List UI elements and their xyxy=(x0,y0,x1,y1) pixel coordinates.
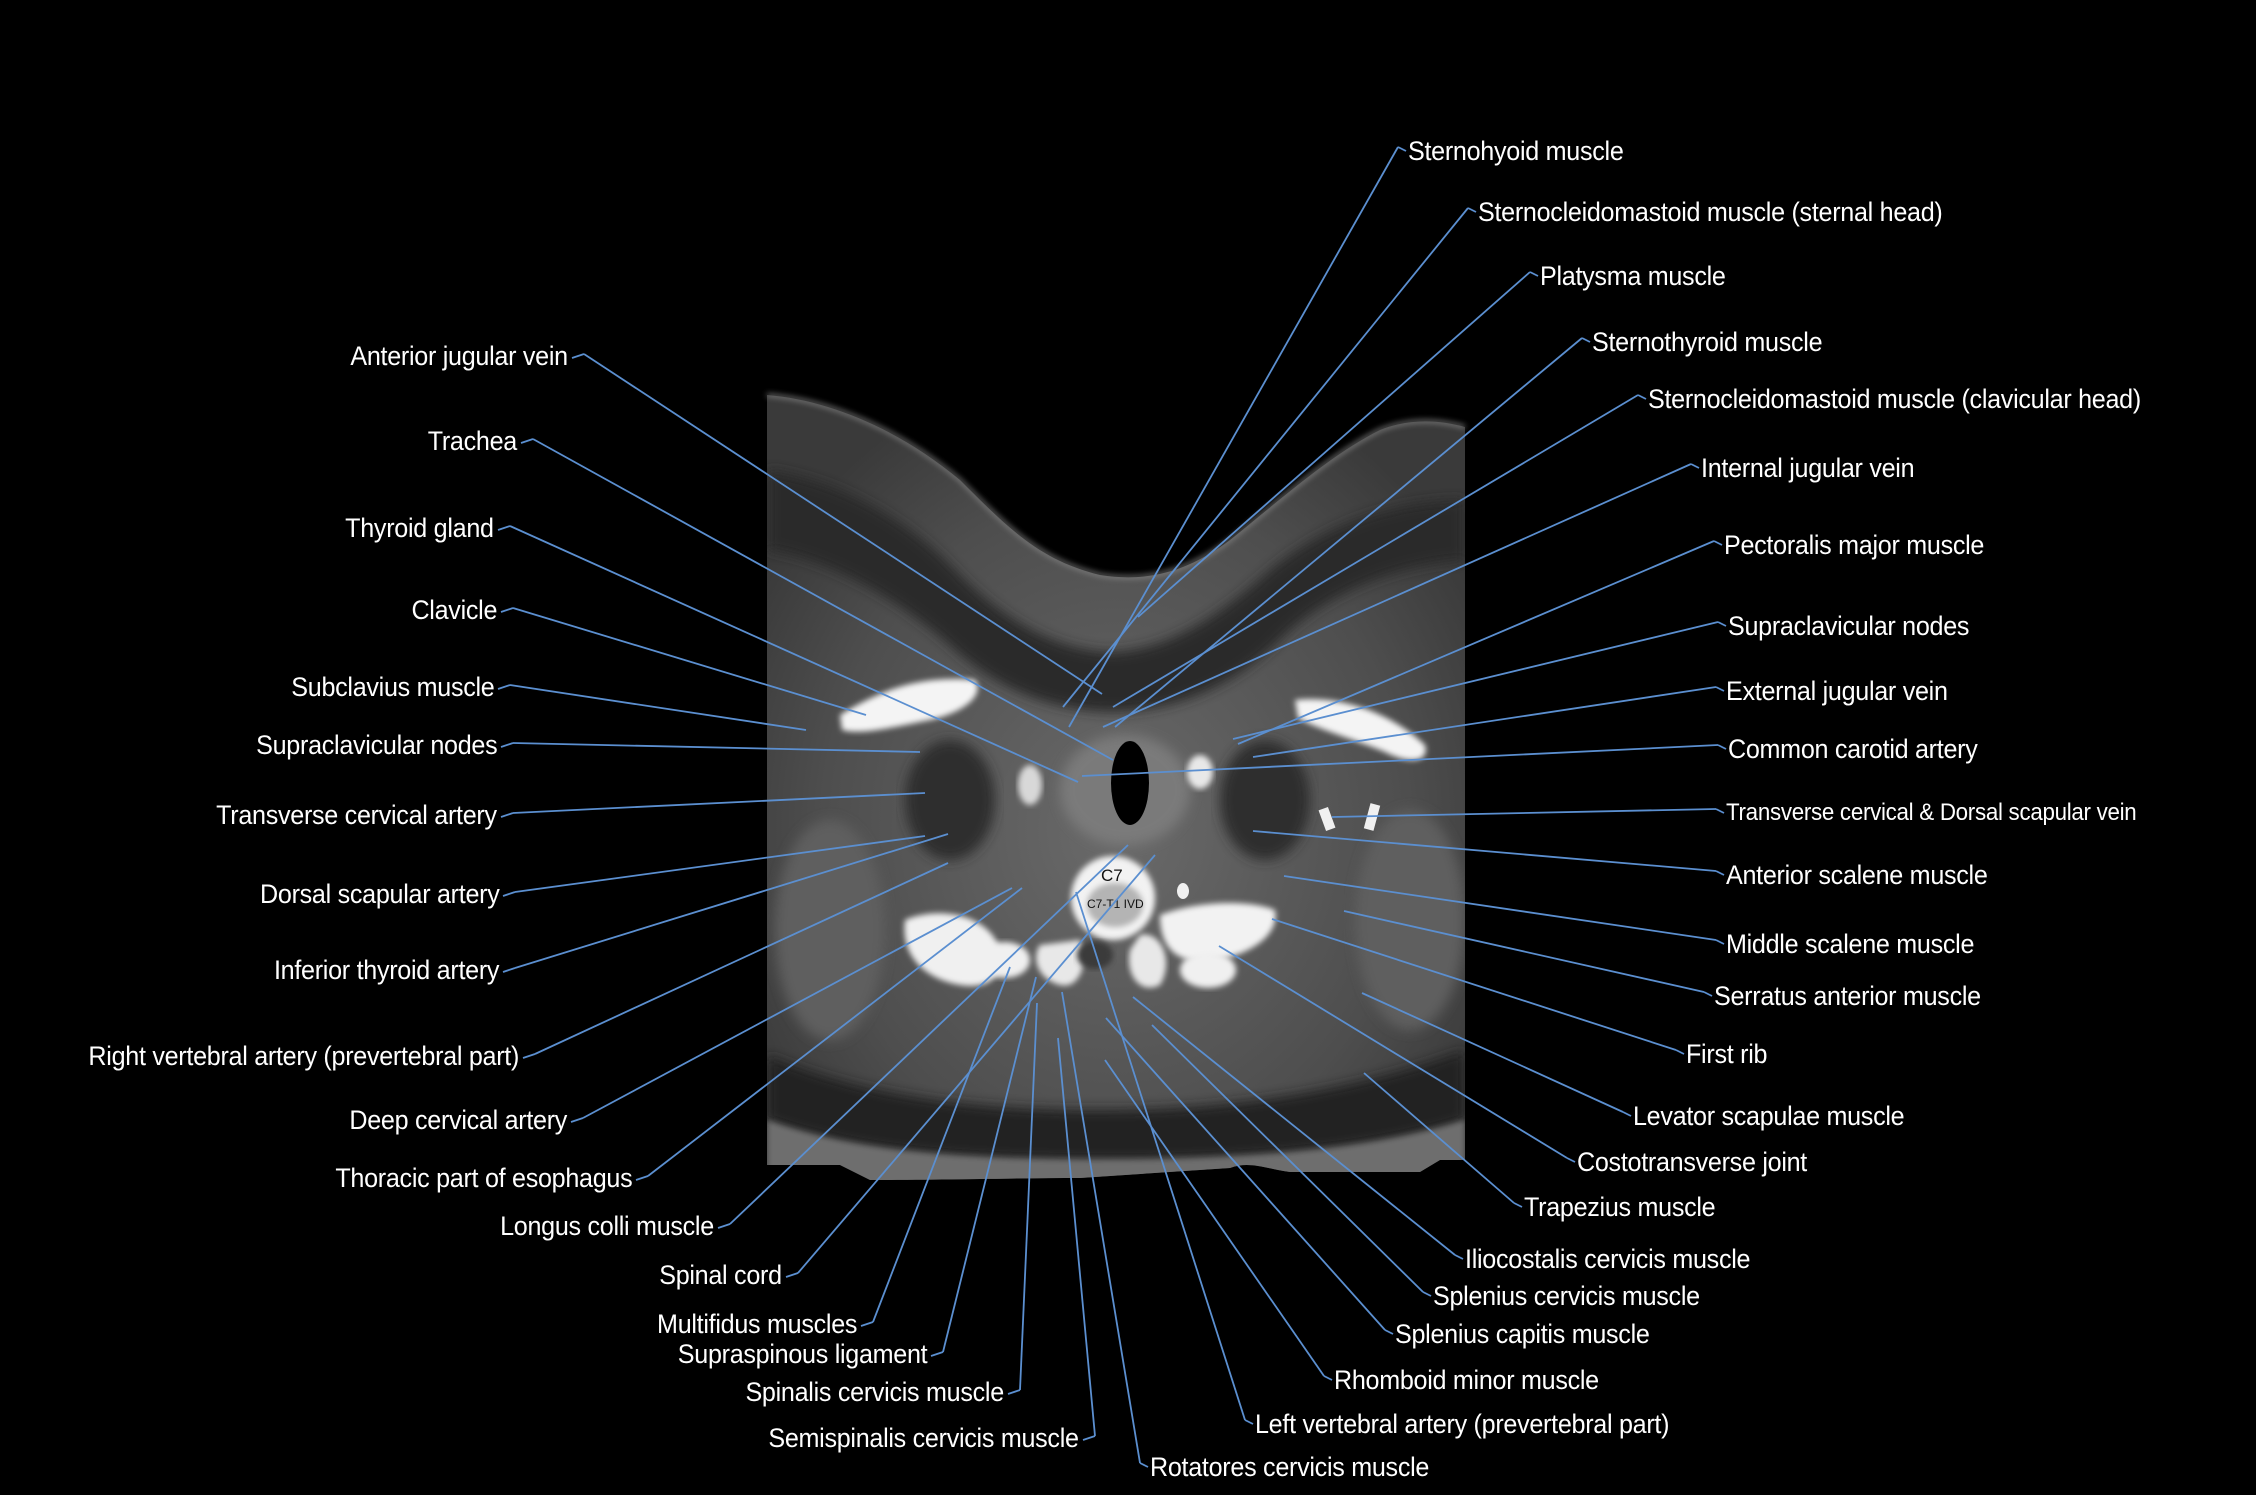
label-inferior-thyroid-artery: Inferior thyroid artery xyxy=(273,955,500,985)
label-anterior-scalene-muscle: Anterior scalene muscle xyxy=(1726,860,1988,890)
vertebra-label-c7-t1-ivd: C7-T1 IVD xyxy=(1087,897,1144,911)
label-spinalis-cervicis-muscle: Spinalis cervicis muscle xyxy=(745,1377,1005,1407)
label-platysma-muscle: Platysma muscle xyxy=(1540,261,1726,291)
label-rotatores-cervicis-muscle: Rotatores cervicis muscle xyxy=(1150,1452,1430,1482)
label-scm-clavicular-head: Sternocleidomastoid muscle (clavicular h… xyxy=(1648,384,2141,414)
label-supraclavicular-nodes-right: Supraclavicular nodes xyxy=(1728,611,1970,641)
label-supraspinous-ligament: Supraspinous ligament xyxy=(677,1339,927,1369)
label-serratus-anterior-muscle: Serratus anterior muscle xyxy=(1714,981,1981,1011)
label-splenius-cervicis-muscle: Splenius cervicis muscle xyxy=(1433,1281,1700,1311)
label-thoracic-esophagus: Thoracic part of esophagus xyxy=(334,1163,632,1193)
label-dorsal-scapular-artery: Dorsal scapular artery xyxy=(259,879,500,909)
label-sternohyoid-muscle: Sternohyoid muscle xyxy=(1408,136,1624,166)
label-middle-scalene-muscle: Middle scalene muscle xyxy=(1726,929,1975,959)
vertebra-label-c7: C7 xyxy=(1101,866,1123,885)
label-tc-dorsal-scapular-vein: Transverse cervical & Dorsal scapular ve… xyxy=(1726,799,2137,826)
label-thyroid-gland: Thyroid gland xyxy=(345,513,494,543)
label-internal-jugular-vein: Internal jugular vein xyxy=(1701,453,1915,483)
label-common-carotid-artery: Common carotid artery xyxy=(1728,734,1978,764)
label-costotransverse-joint: Costotransverse joint xyxy=(1577,1147,1808,1177)
label-splenius-capitis-muscle: Splenius capitis muscle xyxy=(1395,1319,1650,1349)
label-iliocostalis-cervicis-muscle: Iliocostalis cervicis muscle xyxy=(1465,1244,1751,1274)
label-multifidus-muscles: Multifidus muscles xyxy=(656,1309,857,1339)
label-deep-cervical-artery: Deep cervical artery xyxy=(349,1105,567,1135)
label-trapezius-muscle: Trapezius muscle xyxy=(1524,1192,1716,1222)
label-subclavius-muscle: Subclavius muscle xyxy=(290,672,494,702)
label-rhomboid-minor-muscle: Rhomboid minor muscle xyxy=(1334,1365,1599,1395)
label-right-vertebral-artery: Right vertebral artery (prevertebral par… xyxy=(88,1041,519,1071)
label-semispinalis-cervicis-muscle: Semispinalis cervicis muscle xyxy=(768,1423,1080,1453)
label-clavicle: Clavicle xyxy=(411,595,497,625)
label-levator-scapulae-muscle: Levator scapulae muscle xyxy=(1633,1101,1905,1131)
label-trachea: Trachea xyxy=(427,426,518,456)
label-scm-sternal-head: Sternocleidomastoid muscle (sternal head… xyxy=(1478,197,1943,227)
label-left-vertebral-artery: Left vertebral artery (prevertebral part… xyxy=(1255,1409,1670,1439)
label-spinal-cord: Spinal cord xyxy=(659,1260,782,1290)
label-supraclavicular-nodes-left: Supraclavicular nodes xyxy=(255,730,497,760)
label-sternothyroid-muscle: Sternothyroid muscle xyxy=(1592,327,1823,357)
label-transverse-cervical-artery: Transverse cervical artery xyxy=(216,800,497,830)
label-longus-colli-muscle: Longus colli muscle xyxy=(500,1211,714,1241)
label-first-rib: First rib xyxy=(1686,1039,1768,1069)
label-pectoralis-major-muscle: Pectoralis major muscle xyxy=(1724,530,1985,560)
label-external-jugular-vein: External jugular vein xyxy=(1726,676,1948,706)
label-anterior-jugular-vein: Anterior jugular vein xyxy=(350,341,569,371)
